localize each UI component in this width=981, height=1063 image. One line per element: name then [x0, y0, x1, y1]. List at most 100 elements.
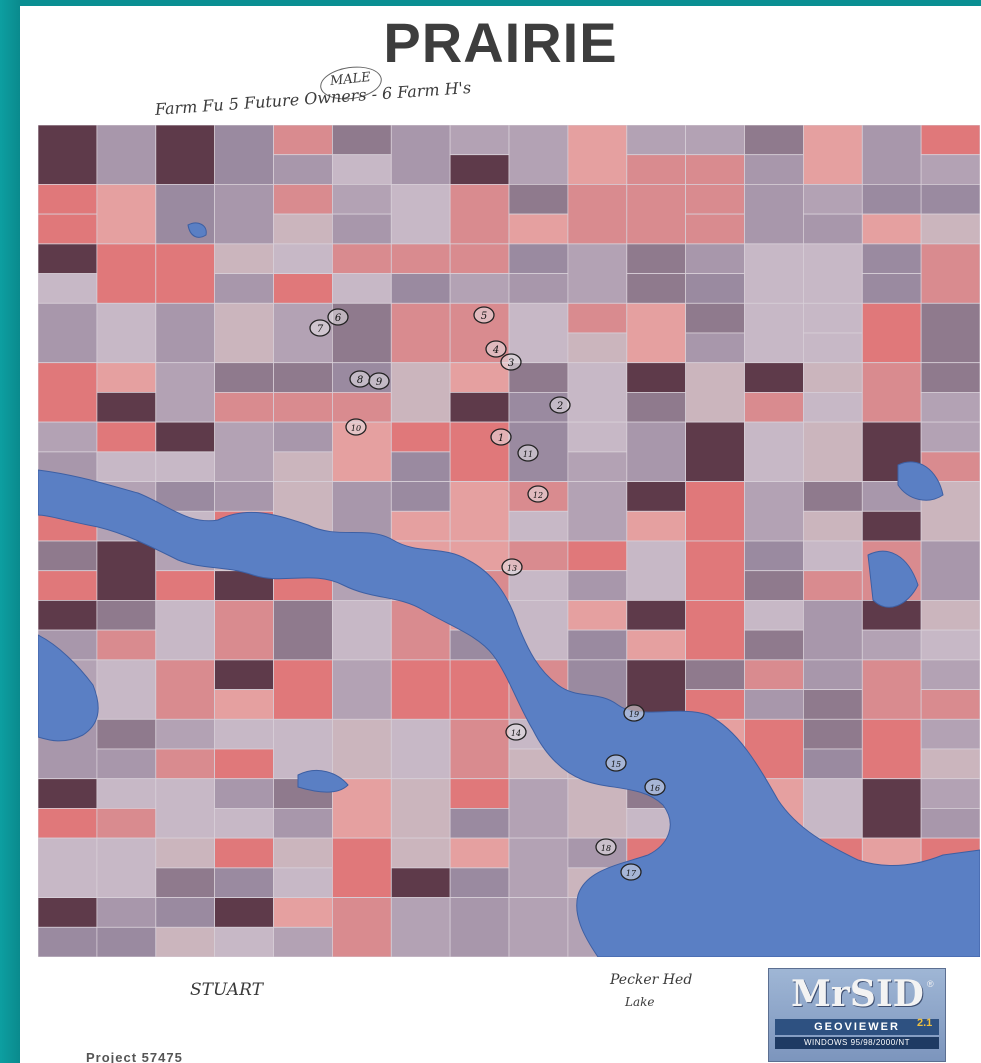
farm-field [331, 659, 392, 720]
farm-field [155, 243, 216, 304]
farm-field [744, 540, 804, 572]
farm-field [449, 481, 510, 542]
farm-field [273, 451, 333, 482]
farm-field [214, 273, 274, 304]
site-marker-circle [501, 558, 523, 576]
farm-field [685, 184, 745, 215]
farm-field [744, 659, 804, 691]
farm-field [449, 718, 510, 780]
farm-field [685, 362, 745, 423]
farm-field [155, 421, 216, 453]
reservoir-water [38, 222, 980, 957]
farm-field [803, 213, 863, 245]
farm-field [744, 570, 804, 601]
farm-field [449, 778, 510, 809]
farm-field [685, 659, 745, 691]
farm-field [626, 540, 687, 601]
farm-field [214, 184, 274, 245]
farm-field [155, 451, 216, 482]
site-marker-circle [517, 444, 539, 462]
farm-field [214, 808, 274, 839]
farm-field [155, 837, 216, 869]
site-marker-label: 3 [508, 358, 514, 369]
farm-field [214, 659, 274, 691]
farm-field [214, 748, 274, 780]
farm-field [273, 125, 333, 156]
farm-field [626, 154, 687, 185]
site-marker-18: 18 [595, 838, 617, 856]
farm-field [803, 184, 863, 215]
farm-field [155, 599, 216, 661]
farm-field [214, 689, 274, 720]
site-marker-circle [549, 396, 571, 414]
farm-field [861, 125, 922, 185]
farm-field [449, 391, 510, 423]
farm-field [567, 451, 628, 482]
site-marker-label: 5 [481, 311, 487, 322]
site-marker-circle [327, 308, 349, 326]
farm-field [685, 481, 745, 542]
farm-field [96, 391, 157, 423]
farm-field [155, 302, 216, 364]
site-marker-circle [595, 838, 617, 856]
site-marker-5: 5 [473, 306, 495, 324]
farm-field [390, 125, 451, 185]
farm-field [508, 302, 569, 364]
farm-field [38, 302, 98, 364]
farm-field [38, 125, 98, 185]
farm-field [744, 184, 804, 245]
farm-field [38, 570, 98, 601]
site-marker-label: 2 [556, 401, 563, 412]
farm-field [803, 332, 863, 364]
farm-field [155, 748, 216, 780]
farm-field [273, 659, 333, 720]
site-marker-circle [527, 485, 549, 503]
farm-field [626, 125, 687, 156]
farm-field [861, 629, 922, 661]
site-marker-circle [309, 319, 331, 337]
farm-field [920, 213, 980, 245]
farm-field [920, 599, 980, 631]
farm-field [214, 599, 274, 661]
farm-field [920, 689, 980, 720]
logo-version-text: 2.1 [917, 1017, 933, 1029]
farm-field [331, 243, 392, 275]
farm-field [861, 510, 922, 542]
farm-field [331, 391, 392, 423]
farm-field [567, 481, 628, 542]
farm-field [861, 659, 922, 720]
farm-field [685, 213, 745, 245]
farm-field [273, 243, 333, 275]
farm-field [390, 778, 451, 839]
farm-field [920, 302, 980, 364]
site-marker-label: 14 [511, 729, 521, 738]
farm-field [390, 867, 451, 899]
farm-field [96, 659, 157, 720]
farm-field [273, 897, 333, 928]
farm-field [626, 599, 687, 631]
farm-field [273, 184, 333, 215]
farm-field [273, 362, 333, 393]
farm-field [390, 718, 451, 780]
farm-field [744, 243, 804, 304]
farm-field [803, 778, 863, 839]
farm-field [508, 897, 569, 957]
farm-field [685, 599, 745, 661]
farm-field [449, 273, 510, 304]
farm-field [273, 718, 333, 780]
farm-field [920, 243, 980, 304]
farm-field [214, 778, 274, 809]
farm-field [920, 184, 980, 215]
farm-field [508, 273, 569, 304]
farm-field [508, 243, 569, 275]
farm-field [331, 273, 392, 304]
farm-field [567, 125, 628, 185]
site-marker-19: 19 [623, 704, 645, 722]
farm-field [96, 243, 157, 304]
farm-field [331, 213, 392, 245]
farm-field [508, 184, 569, 215]
farm-field [803, 718, 863, 750]
farm-field [803, 481, 863, 512]
site-marker-7: 7 [309, 319, 331, 337]
